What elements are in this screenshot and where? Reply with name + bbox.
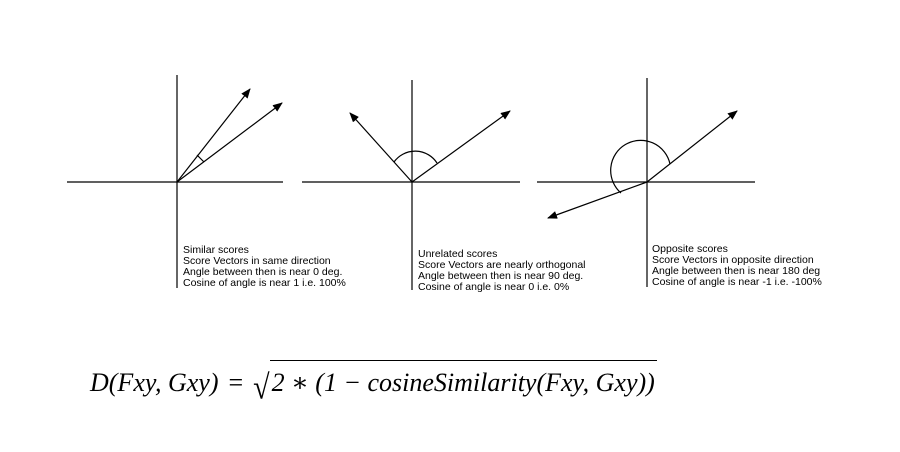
vector-b [547,181,648,219]
formula-equals: = [228,367,244,397]
vector-a [646,110,738,183]
vector-a [349,112,413,183]
formula-lhs: D(Fxy, Gxy) [90,367,219,397]
vector-b [176,102,283,183]
caption-line: Score Vectors in opposite direction [652,254,814,266]
panel-opposite [537,78,755,287]
formula-radicand: 2 ∗ (1 − cosineSimilarity(Fxy, Gxy)) [269,360,657,403]
caption-line: Cosine of angle is near 0 i.e. 0% [418,281,570,293]
caption-similar: Similar scores Score Vectors in same dir… [183,245,346,289]
distance-formula: D(Fxy, Gxy) = √ 2 ∗ (1 − cosineSimilarit… [90,360,657,407]
caption-line: Score Vectors are nearly orthogonal [418,259,586,271]
caption-line: Score Vectors in same direction [183,255,331,267]
caption-line: Cosine of angle is near -1 i.e. -100% [652,276,822,288]
panel-similar [67,75,283,288]
vector-b [411,110,511,183]
caption-line: Unrelated scores [418,248,498,260]
caption-opposite: Opposite scores Score Vectors in opposit… [652,244,822,288]
angle-arc [393,150,438,164]
caption-unrelated: Unrelated scores Score Vectors are nearl… [418,249,586,293]
formula-root: √ 2 ∗ (1 − cosineSimilarity(Fxy, Gxy)) [253,360,657,407]
sqrt-symbol: √ [253,368,270,407]
panel-unrelated [302,80,520,290]
caption-line: Cosine of angle is near 1 i.e. 100% [183,277,346,289]
caption-line: Angle between then is near 0 deg. [183,266,343,278]
angle-arc [196,154,205,163]
angle-arc [610,139,671,194]
caption-line: Opposite scores [652,243,728,255]
vector-a [176,88,251,183]
caption-line: Angle between then is near 90 deg. [418,270,584,282]
caption-line: Angle between then is near 180 deg [652,265,821,277]
caption-line: Similar scores [183,244,249,256]
